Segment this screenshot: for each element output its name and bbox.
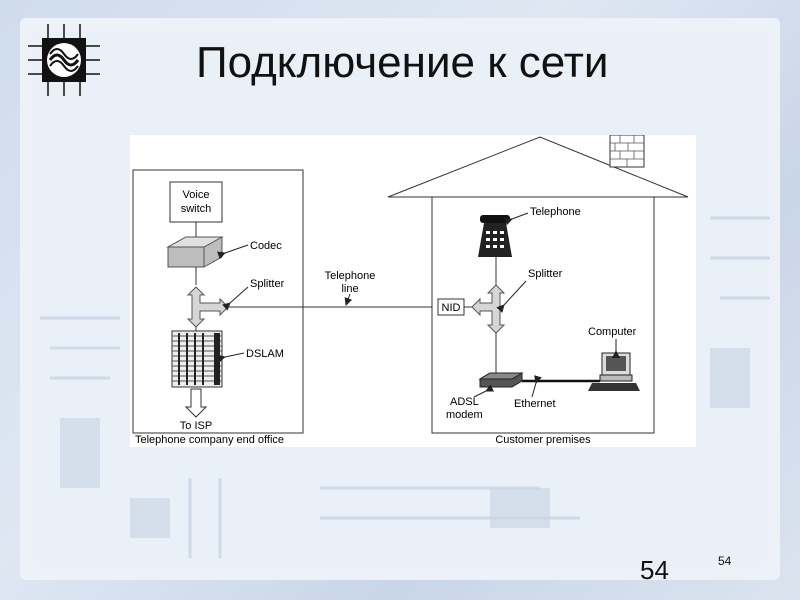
adsl-diagram: Voice switch Codec Splitter xyxy=(130,134,696,447)
codec-pointer xyxy=(217,244,249,260)
dslam-pointer xyxy=(217,352,245,363)
page-number-small: 54 xyxy=(718,554,732,568)
customer-splitter-label: Splitter xyxy=(528,268,563,280)
telephone-label: Telephone xyxy=(530,206,581,218)
customer-splitter-pointer xyxy=(496,280,527,313)
telephone-line-pointer xyxy=(344,293,353,306)
customer-premises-caption: Customer premises xyxy=(495,434,591,446)
telephone-icon xyxy=(478,215,512,257)
office-splitter-label: Splitter xyxy=(250,278,285,290)
end-office-caption: Telephone company end office xyxy=(135,434,284,446)
chimney-icon xyxy=(609,134,645,168)
adsl-modem-label-1: ADSL xyxy=(450,396,479,408)
customer-splitter-icon xyxy=(471,284,506,334)
slide-title: Подключение к сети xyxy=(196,38,609,87)
circuit-board-texture xyxy=(40,216,770,558)
dslam-rack xyxy=(171,330,223,388)
dslam-label: DSLAM xyxy=(246,348,284,360)
nid-label: NID xyxy=(442,302,461,314)
end-office-box xyxy=(132,169,304,434)
chip-logo-icon xyxy=(28,24,100,96)
page-number: 54 xyxy=(640,555,669,585)
codec-label: Codec xyxy=(250,240,282,252)
computer-icon xyxy=(588,352,640,391)
telephone-line-label-2: line xyxy=(341,283,358,295)
telephone-line-label-1: Telephone xyxy=(325,270,376,282)
adsl-modem-pointer xyxy=(473,384,495,398)
office-splitter-icon xyxy=(186,286,229,328)
computer-label: Computer xyxy=(588,326,637,338)
adsl-modem-icon xyxy=(478,372,524,388)
telephone-pointer xyxy=(504,212,529,226)
customer-premises-box xyxy=(431,196,655,434)
voice-switch-label-1: Voice xyxy=(183,189,210,201)
office-splitter-pointer xyxy=(222,286,249,311)
voice-switch-box xyxy=(169,181,223,223)
to-isp-arrow-icon xyxy=(184,388,208,418)
voice-switch-label-2: switch xyxy=(181,203,212,215)
to-isp-label: To ISP xyxy=(180,420,212,432)
ethernet-pointer xyxy=(531,375,542,398)
ethernet-label: Ethernet xyxy=(514,398,556,410)
adsl-modem-label-2: modem xyxy=(446,409,483,421)
